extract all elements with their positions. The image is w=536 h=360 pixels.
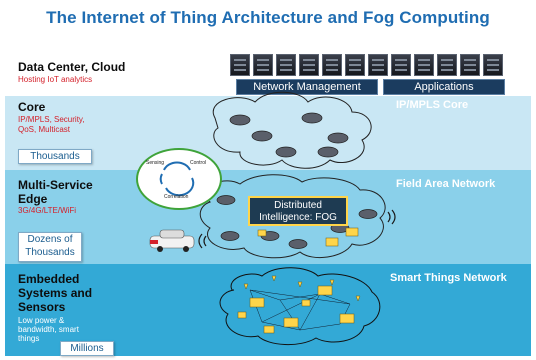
- sensor-mesh-cloud: [219, 267, 381, 346]
- edge-count-line-1: Dozens of: [27, 234, 73, 245]
- core-sublabel-1: IP/MPLS, Security,: [18, 115, 85, 124]
- smart-things-network-label: Smart Things Network: [390, 272, 507, 284]
- server-icon: [276, 54, 296, 76]
- fog-line-2: Intelligence: FOG: [259, 212, 337, 223]
- server-icon: [322, 54, 342, 76]
- core-routers: [229, 112, 349, 158]
- correlation-label: Correlation: [164, 194, 189, 200]
- cycle-arrows-icon: [159, 161, 195, 197]
- embedded-sublabel-2: bandwidth, smart: [18, 325, 79, 334]
- sensor-mesh-nodes: [237, 285, 355, 334]
- server-icon: [460, 54, 480, 76]
- core-cloud: [212, 91, 372, 169]
- sensing-label: Sensing: [146, 160, 165, 166]
- embedded-count-badge: Millions: [60, 341, 114, 356]
- sensor-pins: [243, 275, 361, 302]
- embedded-sublabel-3: things: [18, 334, 40, 343]
- server-icon: [391, 54, 411, 76]
- embedded-label-1: Embedded: [18, 272, 80, 286]
- edge-label-2: Edge: [18, 192, 48, 206]
- core-label: Core: [18, 100, 46, 114]
- server-icon: [368, 54, 388, 76]
- data-center-label: Data Center, Cloud: [18, 60, 126, 74]
- server-icon: [437, 54, 457, 76]
- applications-label: Applications: [383, 79, 505, 95]
- server-icon: [345, 54, 365, 76]
- control-loop-bubble: Sensing Control Correlation: [136, 148, 222, 210]
- server-icon: [230, 54, 250, 76]
- core-network-label: IP/MPLS Core: [396, 99, 469, 111]
- edge-routers: [216, 195, 378, 249]
- edge-sensor-tags: [257, 227, 359, 247]
- core-count-badge: Thousands: [18, 149, 92, 164]
- core-sublabel-2: QoS, Multicast: [18, 125, 71, 134]
- server-icon: [414, 54, 434, 76]
- data-center-sublabel: Hosting IoT analytics: [18, 75, 93, 84]
- embedded-label-2: Systems and: [18, 286, 93, 300]
- edge-sublabel: 3G/4G/LTE/WiFi: [18, 206, 77, 215]
- sensor-mesh-links: [249, 289, 351, 331]
- edge-cloud: [199, 174, 386, 259]
- server-rack-row: [230, 54, 530, 78]
- embedded-label-3: Sensors: [18, 300, 66, 314]
- edge-count-line-2: Thousands: [25, 247, 75, 258]
- embedded-band: [5, 264, 531, 356]
- edge-count-badge: Dozens of Thousands: [18, 232, 82, 262]
- server-icon: [299, 54, 319, 76]
- fog-line-1: Distributed: [274, 200, 322, 211]
- field-network-label: Field Area Network: [396, 178, 496, 190]
- car-icon: [149, 229, 195, 252]
- network-management-label: Network Management: [236, 79, 378, 95]
- embedded-sublabel-1: Low power &: [18, 316, 65, 325]
- wireless-icon: [198, 209, 396, 249]
- fog-intelligence-box: Distributed Intelligence: FOG: [248, 196, 348, 226]
- edge-label-1: Multi-Service: [18, 178, 93, 192]
- server-icon: [483, 54, 503, 76]
- server-icon: [253, 54, 273, 76]
- page-title: The Internet of Thing Architecture and F…: [46, 8, 490, 27]
- control-label: Control: [190, 160, 207, 166]
